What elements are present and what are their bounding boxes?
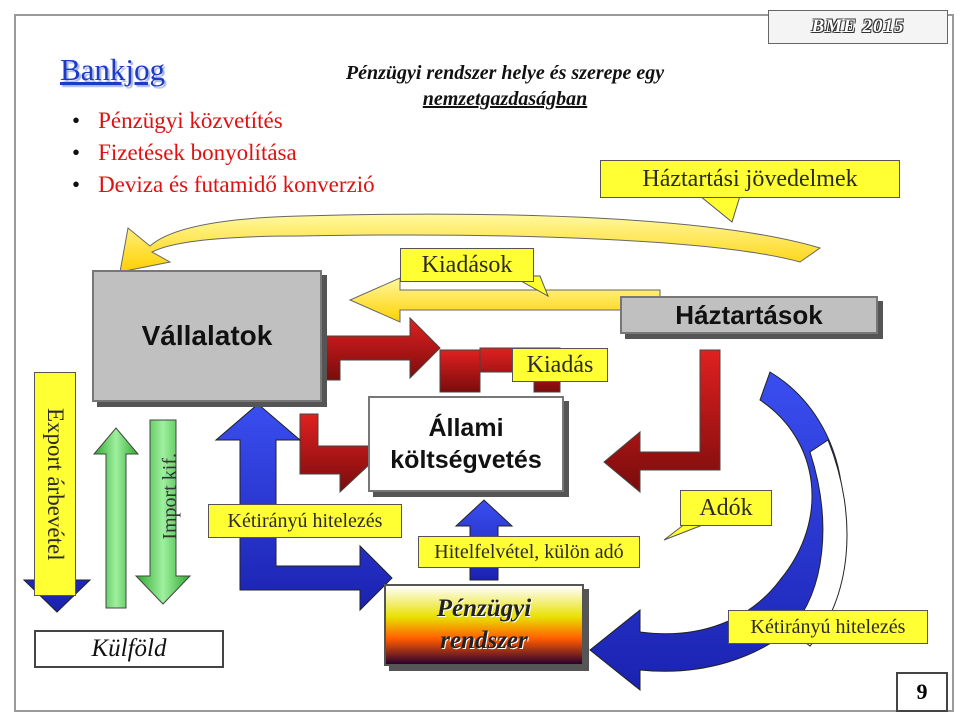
- slide-heading: Pénzügyi rendszer helye és szerepe egy n…: [290, 60, 720, 112]
- expenses-label: Kiadások: [421, 251, 513, 278]
- borrowing-label: Hitelfelvétel, külön adó: [434, 540, 624, 563]
- spending-callout: Kiadás: [512, 348, 608, 382]
- borrowing-callout: Hitelfelvétel, külön adó: [418, 536, 640, 568]
- financial-system-node: Pénzügyi rendszer: [384, 584, 584, 666]
- export-callout: Export árbevétel: [34, 372, 76, 596]
- state-to-companies-arrow: [299, 413, 373, 494]
- spending-red-arrow-head: [439, 349, 481, 393]
- taxes-red-arrow: [603, 349, 721, 494]
- bullet-list: Pénzügyi közvetítés Fizetések bonyolítás…: [72, 105, 375, 201]
- two-way-credit-left-label: Kétirányú hitelezés: [227, 509, 383, 532]
- heading-line-2: nemzetgazdaságban: [422, 88, 588, 110]
- state-budget-label: Állami költségvetés: [390, 414, 542, 474]
- bullet-item: Fizetések bonyolítása: [72, 137, 375, 169]
- two-way-credit-right-label: Kétirányú hitelezés: [750, 615, 906, 638]
- import-label-wrap: Import kif.: [156, 440, 184, 552]
- right-credit-blue-inner: [789, 439, 848, 647]
- financial-system-label: Pénzügyi rendszer: [436, 595, 532, 654]
- import-green-arrow: [134, 419, 192, 605]
- bullet-item: Deviza és futamidő konverzió: [72, 169, 375, 201]
- taxes-callout: Adók: [680, 490, 772, 526]
- import-label: Import kif.: [158, 452, 181, 540]
- income-arc-arrow: [119, 213, 822, 273]
- companies-node: Vállalatok: [92, 270, 322, 402]
- callout-pointer-income: [698, 195, 741, 223]
- taxes-label: Adók: [699, 494, 753, 521]
- foreign-node: Külföld: [34, 630, 224, 668]
- household-income-label: Háztartási jövedelmek: [642, 165, 858, 192]
- state-budget-node: Állami költségvetés: [368, 396, 564, 492]
- export-label: Export árbevétel: [43, 407, 68, 561]
- page-number: 9: [896, 672, 948, 712]
- page-number-label: 9: [916, 679, 928, 704]
- bme-badge: BME 2015: [768, 10, 948, 44]
- household-income-callout: Háztartási jövedelmek: [600, 160, 900, 198]
- two-way-credit-right-callout: Kétirányú hitelezés: [728, 610, 928, 644]
- expenses-arrow: [348, 277, 661, 323]
- heading-line-1: Pénzügyi rendszer helye és szerepe egy: [345, 62, 665, 84]
- left-credit-blue-arrow: [214, 403, 393, 612]
- households-label: Háztartások: [675, 299, 823, 330]
- spending-label: Kiadás: [526, 351, 594, 378]
- two-way-credit-left-callout: Kétirányú hitelezés: [208, 504, 402, 538]
- export-green-arrow: [92, 427, 140, 609]
- companies-label: Vállalatok: [141, 320, 273, 351]
- expenses-callout: Kiadások: [400, 248, 534, 282]
- bullet-item: Pénzügyi közvetítés: [72, 105, 375, 137]
- households-node: Háztartások: [620, 296, 878, 334]
- slide-title: Bankjog: [60, 52, 166, 87]
- foreign-label: Külföld: [91, 635, 167, 662]
- companies-red-arrow: [319, 316, 441, 381]
